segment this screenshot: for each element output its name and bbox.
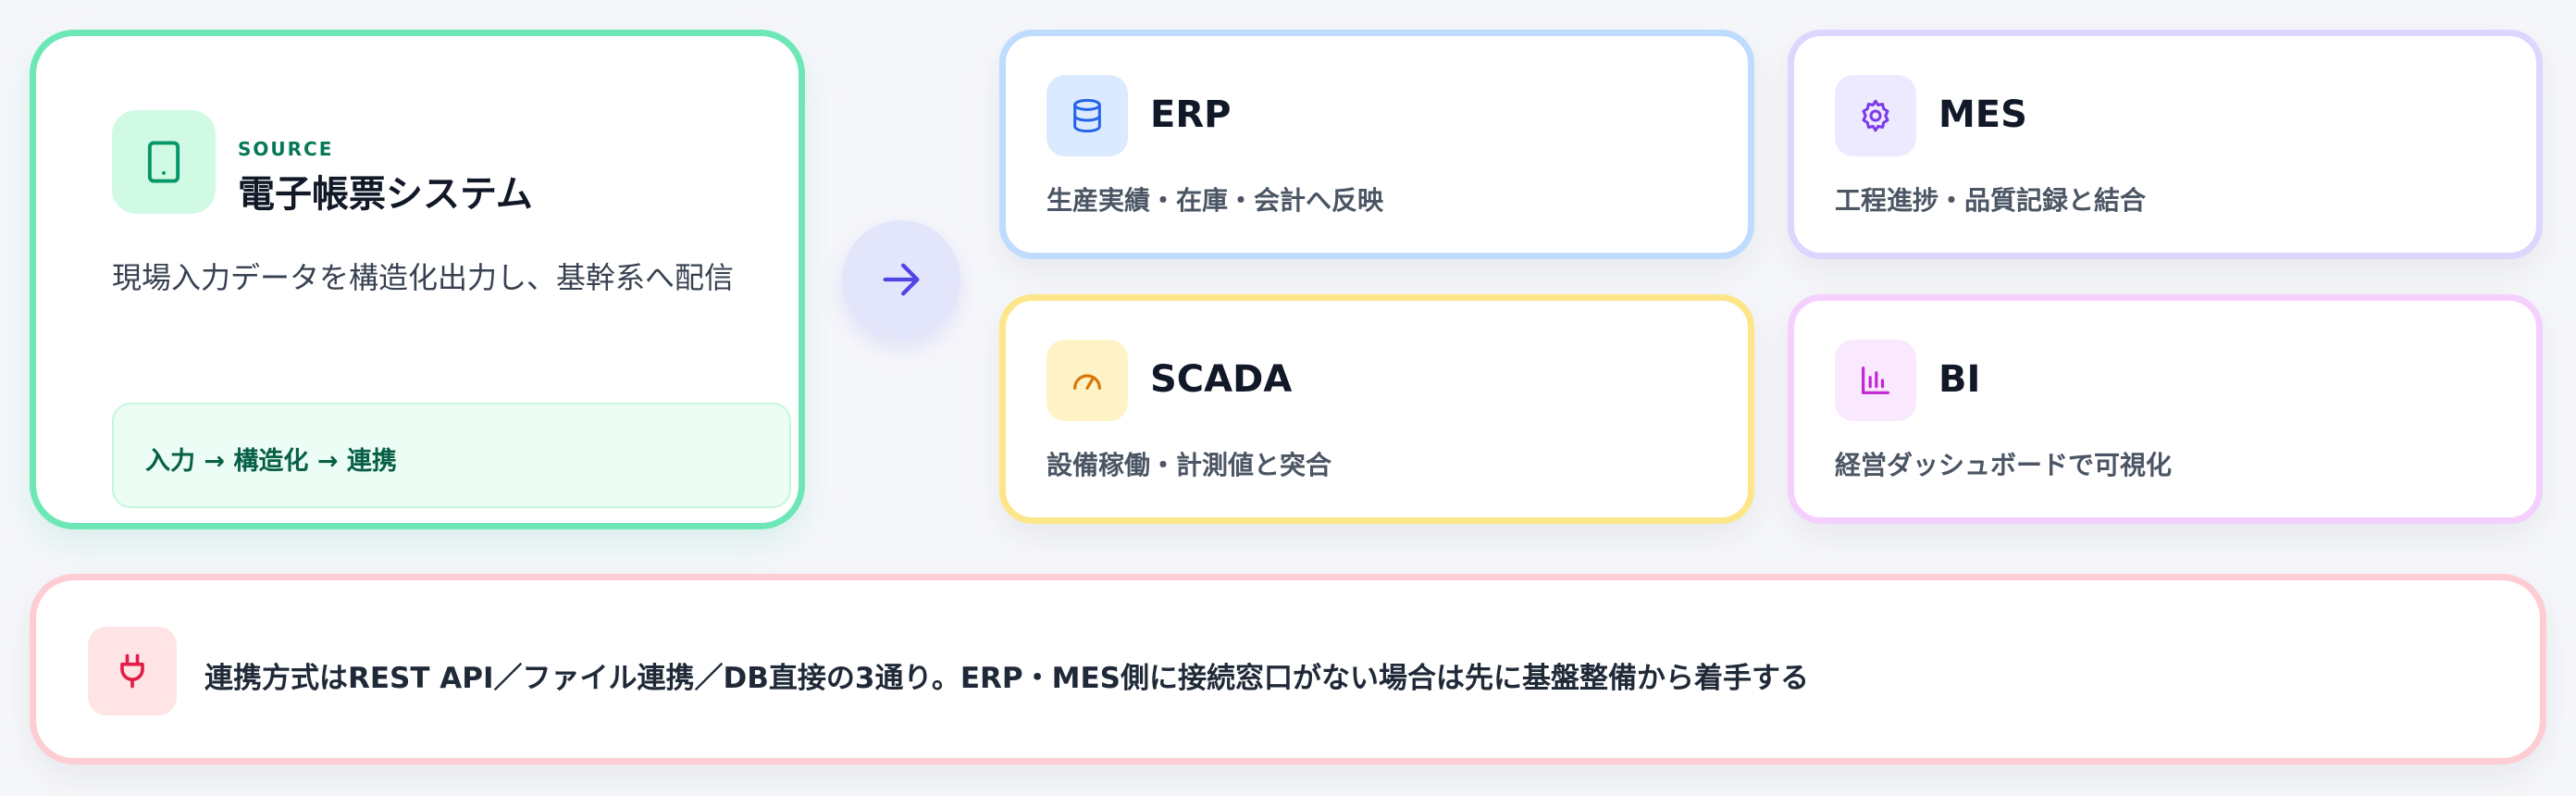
- bi-icon-box: [1835, 340, 1916, 421]
- gear-icon: [1862, 99, 1889, 132]
- gauge-icon: [1073, 374, 1101, 390]
- erp-description: 生産実績・在庫・会計へ反映: [1046, 185, 1384, 216]
- scada-icon-box: [1046, 340, 1128, 421]
- source-flow-text: 入力 → 構造化 → 連携: [145, 447, 397, 476]
- target-card-bi: BI 経営ダッシュボードで可視化: [1788, 294, 2543, 524]
- bar-chart-icon: [1862, 367, 1889, 394]
- tablet-icon: [147, 141, 180, 183]
- target-card-mes: MES 工程進捗・品質記録と結合: [1788, 30, 2543, 259]
- note-text: 連携方式はREST API／ファイル連携／DB直接の3通り。ERP・MES側に接…: [204, 662, 1809, 695]
- database-icon: [1073, 98, 1101, 133]
- source-card: SOURCE 電子帳票システム 現場入力データを構造化出力し、基幹系へ配信 入力…: [30, 30, 805, 529]
- source-tag: SOURCE: [238, 138, 334, 160]
- source-icon-box: [112, 110, 216, 214]
- erp-title: ERP: [1150, 93, 1232, 136]
- target-card-erp: ERP 生産実績・在庫・会計へ反映: [999, 30, 1754, 259]
- source-flow-box: 入力 → 構造化 → 連携: [112, 403, 791, 508]
- integration-note: 連携方式はREST API／ファイル連携／DB直接の3通り。ERP・MES側に接…: [30, 574, 2546, 765]
- target-card-scada: SCADA 設備稼働・計測値と突合: [999, 294, 1754, 524]
- scada-description: 設備稼働・計測値と突合: [1046, 450, 1332, 480]
- mes-title: MES: [1938, 93, 2027, 136]
- bi-title: BI: [1938, 358, 1981, 401]
- source-description: 現場入力データを構造化出力し、基幹系へ配信: [112, 260, 735, 295]
- source-title: 電子帳票システム: [238, 173, 533, 216]
- bi-description: 経営ダッシュボードで可視化: [1835, 450, 2173, 480]
- erp-icon-box: [1046, 75, 1128, 156]
- plug-icon: [120, 653, 144, 689]
- arrow-right-icon: [883, 263, 920, 296]
- flow-arrow: [842, 220, 960, 339]
- mes-icon-box: [1835, 75, 1916, 156]
- mes-description: 工程進捗・品質記録と結合: [1835, 185, 2147, 216]
- scada-title: SCADA: [1150, 358, 1293, 401]
- note-icon-box: [88, 627, 177, 715]
